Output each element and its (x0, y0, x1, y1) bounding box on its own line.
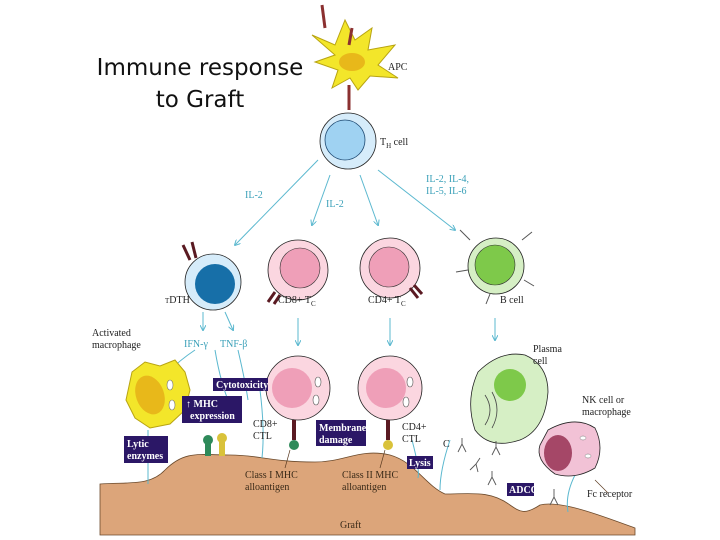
nk-cell (538, 421, 601, 477)
nk-label-2: macrophage (582, 407, 631, 418)
cd8-tc-cell (266, 239, 329, 305)
cd8-ctl-cell (265, 355, 331, 450)
cd8-ctl-label-1: CD8+ (253, 419, 278, 430)
mhc-label-2: expression (190, 411, 235, 422)
apc-label: APC (388, 62, 408, 73)
dth-cell (181, 241, 242, 311)
plasma-cell-label-1: Plasma (533, 344, 562, 355)
b-cell (455, 229, 535, 305)
cd8-tc-label: CD8+ TC (278, 295, 316, 308)
tnf-beta-label: TNF-β (220, 339, 247, 350)
cd4-tc-cell (359, 237, 424, 299)
activated-macrophage-cell (125, 359, 191, 429)
apc-cell (311, 4, 399, 110)
cd4-ctl-cell (357, 355, 423, 450)
dth-label: TDTH (165, 295, 190, 306)
cytokine-arrows (147, 159, 576, 513)
graft-label: Graft (340, 520, 361, 531)
b-cell-label: B cell (500, 295, 524, 306)
membrane-label-2: damage (319, 435, 353, 446)
membrane-damage-box: Membrane damage (316, 420, 367, 446)
adcc-label: ADCC (509, 485, 538, 496)
cd4-ctl-label-1: CD4+ (402, 422, 427, 433)
mhc-label-1: ↑ MHC (186, 399, 218, 410)
class1-label-1: Class I MHC (245, 470, 298, 481)
antibodies (457, 438, 559, 506)
class2-label-2: alloantigen (342, 482, 386, 493)
cd4-ctl-label-2: CTL (402, 434, 421, 445)
mhc-molecules (203, 433, 227, 456)
fc-receptor-label: Fc receptor (587, 489, 633, 500)
th-cell-label: TH cell (380, 137, 408, 150)
adcc-box: ADCC (507, 483, 538, 496)
il-right-label-2: IL-5, IL-6 (426, 186, 467, 197)
lytic-enzymes-box: Lytic enzymes (124, 436, 168, 463)
nk-label-1: NK cell or (582, 395, 625, 406)
lysis-label: Lysis (409, 458, 431, 469)
title-line-2: to Graft (155, 87, 245, 113)
membrane-label-1: Membrane (319, 423, 367, 434)
cd8-ctl-label-2: CTL (253, 431, 272, 442)
il2-mid-label: IL-2 (326, 199, 344, 210)
il2-left-label: IL-2 (245, 190, 263, 201)
macrophage-label-2: macrophage (92, 340, 141, 351)
pointer-lines (284, 449, 609, 494)
graft-tissue (99, 452, 636, 536)
lytic-label-2: enzymes (127, 451, 163, 462)
complement-label: C (443, 439, 450, 450)
lytic-label-1: Lytic (127, 439, 149, 450)
slide-title: Immune response to Graft (85, 52, 315, 116)
macrophage-label-1: Activated (92, 328, 131, 339)
lysis-box: Lysis (407, 456, 433, 469)
class1-label-2: alloantigen (245, 482, 289, 493)
class2-label-1: Class II MHC (342, 470, 398, 481)
plasma-cell (470, 353, 549, 444)
il-right-label-1: IL-2, IL-4, (426, 174, 469, 185)
cd4-tc-label: CD4+ TC (368, 295, 406, 308)
title-line-1: Immune response (96, 55, 304, 81)
mhc-expression-box: ↑ MHC expression (182, 396, 242, 423)
cytotoxicity-box: Cytotoxicity (213, 378, 268, 391)
th-cell (319, 112, 377, 170)
plasma-cell-label-2: cell (533, 356, 548, 367)
cytotoxicity-label: Cytotoxicity (216, 380, 268, 391)
ifn-gamma-label: IFN-γ (184, 339, 208, 350)
